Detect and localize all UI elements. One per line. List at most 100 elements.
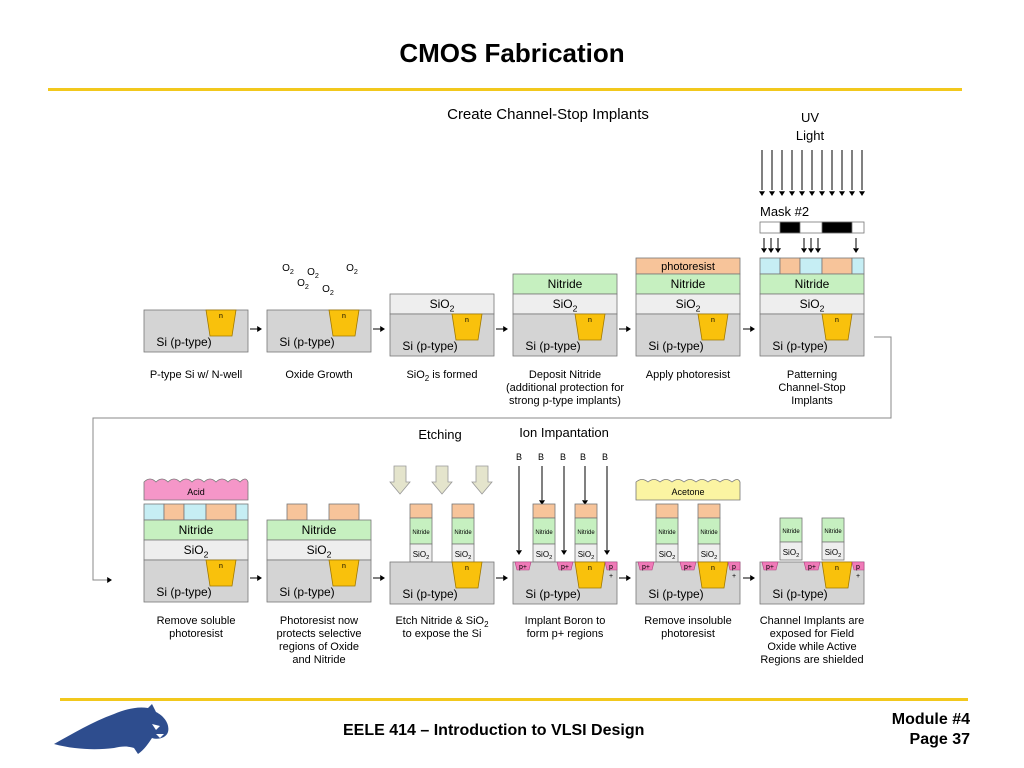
o2-molecule: O2 (282, 263, 294, 276)
transmitted-ray-head (815, 248, 821, 253)
nitride-label: Nitride (577, 530, 595, 536)
n-well-label: n (342, 313, 346, 320)
p-plus-label: p+ (642, 564, 650, 571)
nitride-label: Nitride (658, 530, 676, 536)
nitride-label: Nitride (782, 529, 800, 535)
n-well (451, 313, 483, 341)
p-plus-label: p+ (519, 564, 527, 571)
plus-label: + (856, 573, 860, 580)
sio2-label: SiO2 (553, 297, 578, 313)
caption-s11: photoresist (661, 628, 715, 640)
caption-s12: Regions are shielded (760, 654, 863, 666)
plus-label: + (732, 573, 736, 580)
boron-label: B (602, 452, 608, 462)
uv-ray-head (819, 191, 825, 196)
boron-ray-head (604, 550, 610, 555)
si-label: Si (p-type) (525, 587, 580, 601)
photoresist-segment (286, 503, 308, 521)
sio2-label: SiO2 (184, 543, 209, 559)
caption-s8: protects selective (277, 628, 362, 640)
sio2-label: SiO2 (783, 548, 800, 559)
footer-course-title: EELE 414 – Introduction to VLSI Design (343, 722, 645, 739)
caption-s1: P-type Si w/ N-well (150, 369, 242, 381)
sio2-pillar (821, 541, 845, 561)
top-divider (48, 88, 962, 91)
caption-s12: Channel Implants are (760, 615, 865, 627)
exposed-photoresist (235, 503, 249, 521)
process-connector (92, 336, 892, 581)
transmitted-ray-head (775, 248, 781, 253)
nitride-label: Nitride (700, 530, 718, 536)
exposed-photoresist (759, 257, 781, 275)
uv-ray-head (779, 191, 785, 196)
caption-s4: (additional protection for (506, 382, 624, 394)
p-plus-region (803, 561, 821, 571)
p-plus-label: p+ (766, 564, 774, 571)
caption-s3: SiO2 is formed (406, 369, 477, 383)
photoresist-segment (205, 503, 237, 521)
step-arrow-head (626, 575, 631, 581)
sio2-label: SiO2 (659, 550, 676, 561)
transmitted-ray-head (801, 248, 807, 253)
caption-s11: Remove insoluble (644, 615, 731, 627)
sio2-label: SiO2 (800, 297, 825, 313)
nitride-label: Nitride (824, 529, 842, 535)
step-arrow-head (257, 326, 262, 332)
n-well-label: n (342, 563, 346, 570)
photoresist-segment (409, 503, 433, 519)
etch-arrow-icon (431, 465, 453, 495)
nitride-label: Nitride (548, 277, 583, 291)
boron-label: B (538, 452, 544, 462)
n-well (205, 309, 237, 337)
o2-molecule: O2 (307, 267, 319, 280)
caption-s9: Etch Nitride & SiO2 (395, 615, 489, 629)
p-plus-region (514, 561, 532, 571)
caption-s6: Patterning (787, 369, 837, 381)
mask-opaque-segment (821, 221, 853, 234)
si-label: Si (p-type) (772, 587, 827, 601)
acid-label: Acid (187, 487, 205, 497)
mask-opaque-segment (779, 221, 801, 234)
si-label: Si (p-type) (648, 339, 703, 353)
uv-ray-head (829, 191, 835, 196)
photoresist-segment (532, 503, 556, 519)
p-plus-label: p+ (808, 564, 816, 571)
exposed-photoresist (799, 257, 823, 275)
n-well-label: n (219, 313, 223, 320)
acetone-bath (635, 479, 741, 501)
p-plus-region (604, 561, 618, 571)
n-well-label: n (588, 565, 592, 572)
p-plus-region (637, 561, 655, 571)
slide-title: CMOS Fabrication (399, 38, 625, 68)
n-well-label: n (465, 565, 469, 572)
mask-2 (759, 221, 865, 234)
n-well (697, 313, 729, 341)
caption-s10: form p+ regions (527, 628, 604, 640)
uv-ray-head (789, 191, 795, 196)
si-label: Si (p-type) (279, 585, 334, 599)
step-arrow-head (380, 575, 385, 581)
uv-ray-head (759, 191, 765, 196)
uv-label: UV (801, 110, 819, 125)
footer-page: Page 37 (909, 731, 970, 748)
n-well (205, 559, 237, 587)
photoresist-segment (328, 503, 360, 521)
bobcat-logo-icon (54, 704, 169, 754)
boron-label: B (580, 452, 586, 462)
sio2-label: SiO2 (413, 550, 430, 561)
n-well (451, 561, 483, 589)
exposed-photoresist (143, 503, 165, 521)
nitride-label: Nitride (671, 277, 706, 291)
caption-s2: Oxide Growth (285, 369, 352, 381)
photoresist-segment (697, 503, 721, 519)
n-well-label: n (465, 317, 469, 324)
etch-arrow-icon (471, 465, 493, 495)
plus-label: + (609, 573, 613, 580)
o2-molecule: O2 (322, 284, 334, 297)
photoresist-segment (451, 503, 475, 519)
si-label: Si (p-type) (648, 587, 703, 601)
n-well (697, 561, 729, 589)
boron-ray-head (539, 500, 545, 505)
caption-s9: to expose the Si (403, 628, 482, 640)
sio2-label: SiO2 (825, 548, 842, 559)
